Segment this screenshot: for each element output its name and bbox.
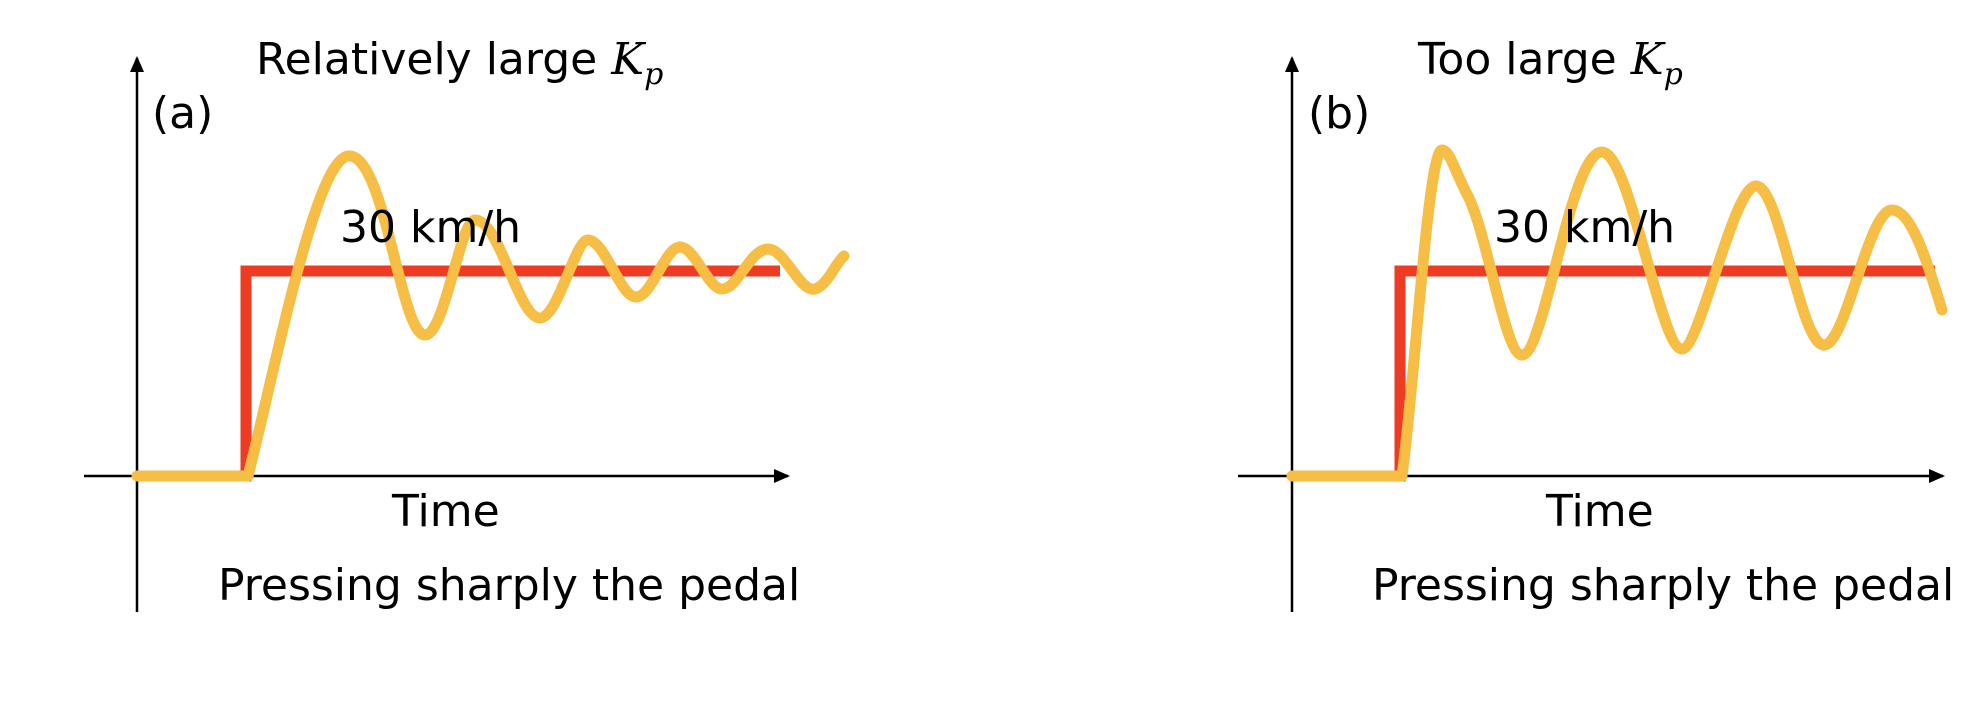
response-curve xyxy=(131,150,850,482)
response-curve xyxy=(1286,144,1948,482)
panel-b-title-sub: p xyxy=(1663,56,1683,92)
panel-b-title: Too large Kp xyxy=(1418,34,1683,92)
panel-b-title-text: Too large xyxy=(1418,34,1631,85)
panel-b-x-axis-label: Time xyxy=(1546,486,1654,537)
panel-a-plot xyxy=(84,56,850,612)
panel-b-caption: Pressing sharply the pedal xyxy=(1372,560,1955,611)
setpoint-step-line xyxy=(1292,265,1935,482)
panel-a-letter: (a) xyxy=(152,88,214,139)
panel-b-letter: (b) xyxy=(1308,88,1371,139)
panel-a-title-var: K xyxy=(611,34,645,85)
panel-b-title-var: K xyxy=(1630,34,1664,85)
panel-a-title: Relatively large Kp xyxy=(256,34,663,92)
panel-a-title-text: Relatively large xyxy=(256,34,612,85)
panel-a-x-axis-label: Time xyxy=(392,486,500,537)
panel-a-speed-label: 30 km/h xyxy=(340,202,522,253)
panel-a-caption: Pressing sharply the pedal xyxy=(218,560,801,611)
panel-a-title-sub: p xyxy=(644,56,664,92)
panel-a: Relatively large Kp (a) 30 km/h Time Pre… xyxy=(84,34,850,612)
panel-b-speed-label: 30 km/h xyxy=(1494,202,1676,253)
